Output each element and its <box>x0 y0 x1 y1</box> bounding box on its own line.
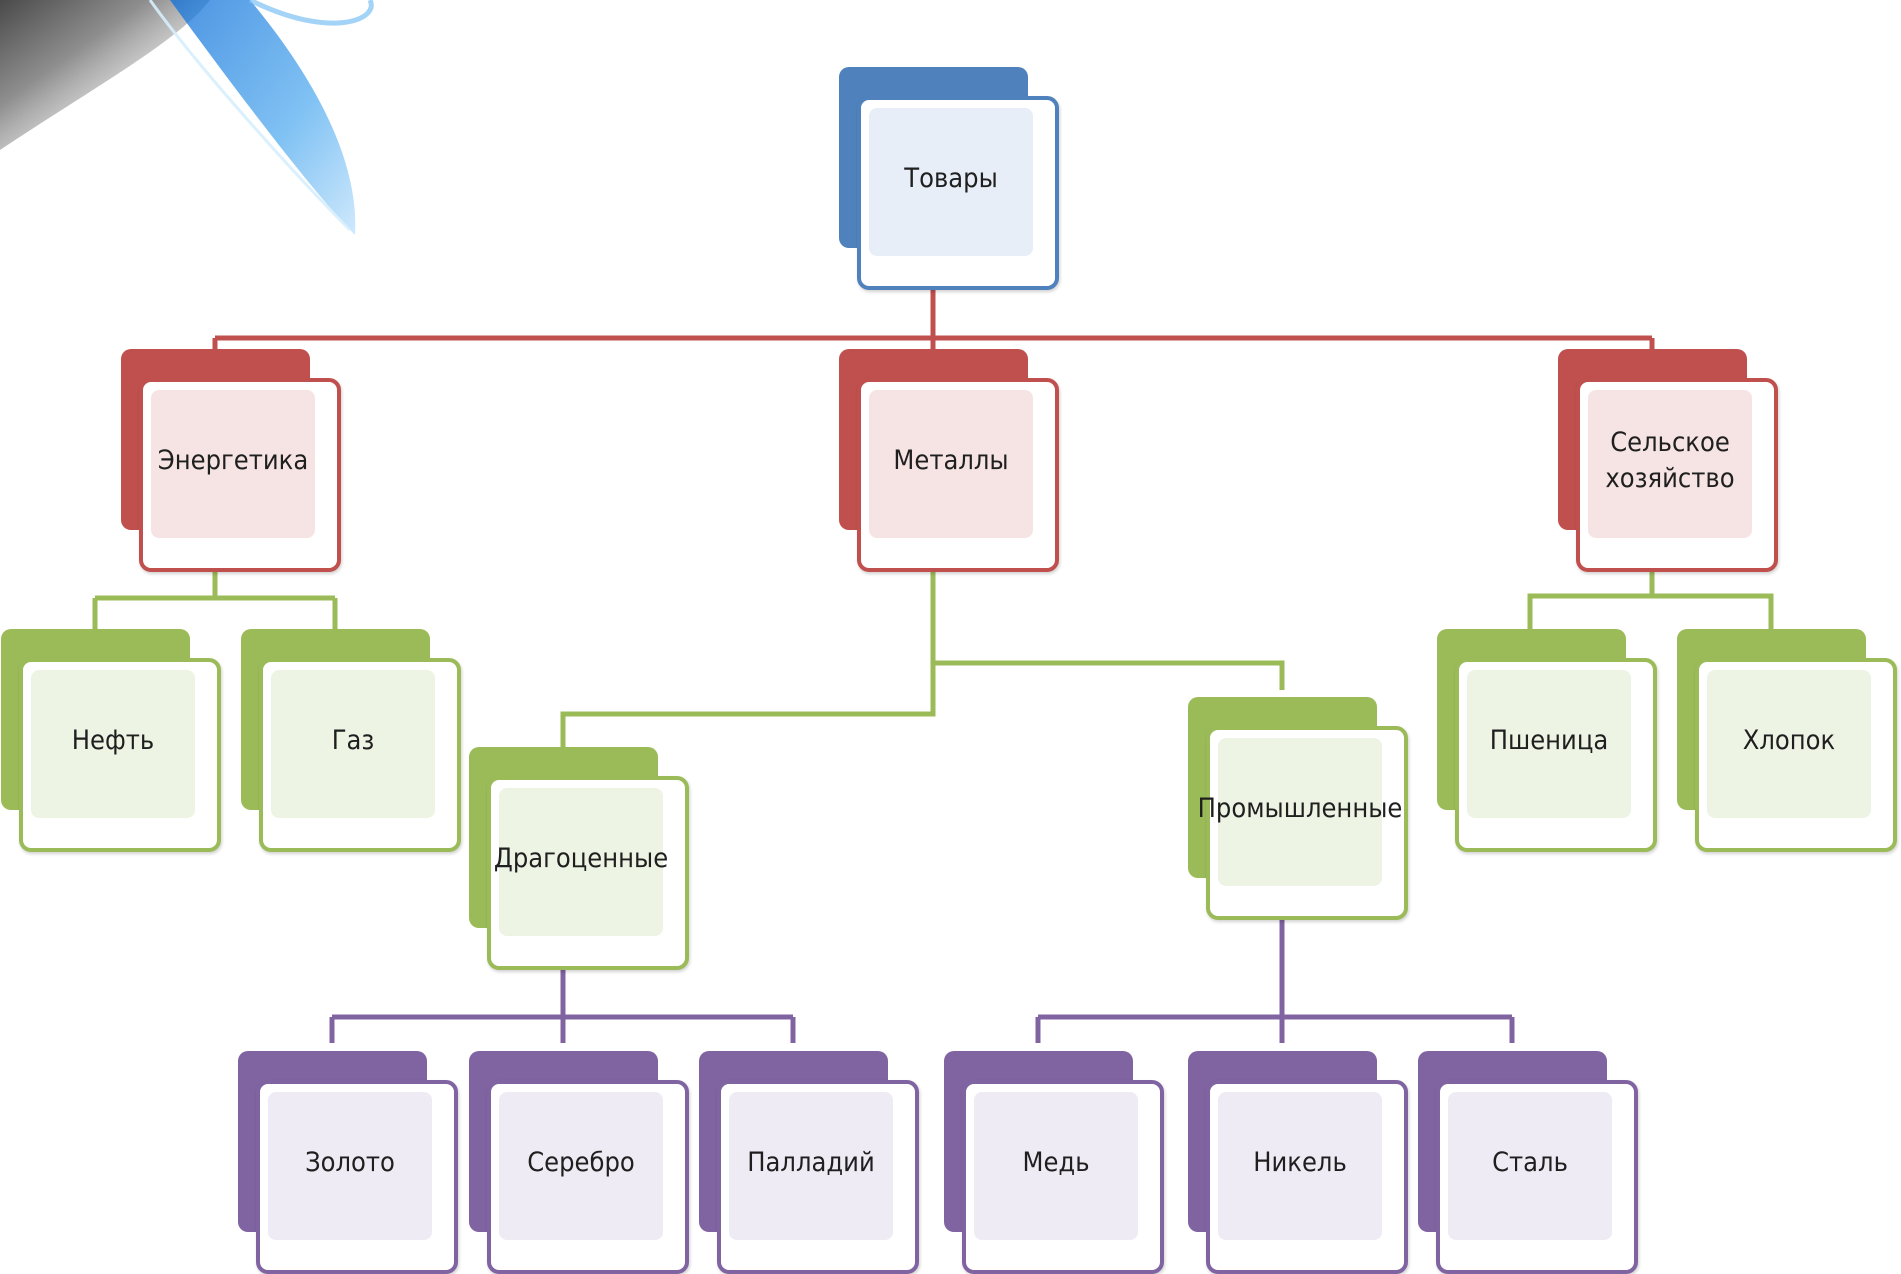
node-label: Медь <box>1022 1146 1090 1178</box>
connector-metals <box>560 570 1285 748</box>
node-label: Никель <box>1253 1146 1347 1178</box>
node-label: Серебро <box>527 1146 635 1178</box>
node-label: Хлопок <box>1742 724 1836 756</box>
connector-precious <box>329 968 796 1043</box>
connector-agriculture <box>1527 567 1774 640</box>
connector-industrial <box>1035 918 1515 1043</box>
node-label: Металлы <box>893 444 1009 476</box>
node-label: Сталь <box>1492 1146 1568 1178</box>
node-label: Промышленные <box>1197 792 1403 824</box>
node-label: Палладий <box>747 1146 875 1178</box>
decorative-swoosh <box>0 0 374 235</box>
node-label: Газ <box>331 724 375 756</box>
node-label: Пшеница <box>1489 724 1609 756</box>
node-label: Золото <box>305 1146 395 1178</box>
node-label: Драгоценные <box>493 842 669 874</box>
connector-energy <box>92 567 338 640</box>
node-label: Товары <box>904 162 998 194</box>
node-label: Нефть <box>71 724 155 756</box>
node-label: Сельское хозяйство <box>1605 426 1735 494</box>
node-label: Энергетика <box>157 444 309 476</box>
